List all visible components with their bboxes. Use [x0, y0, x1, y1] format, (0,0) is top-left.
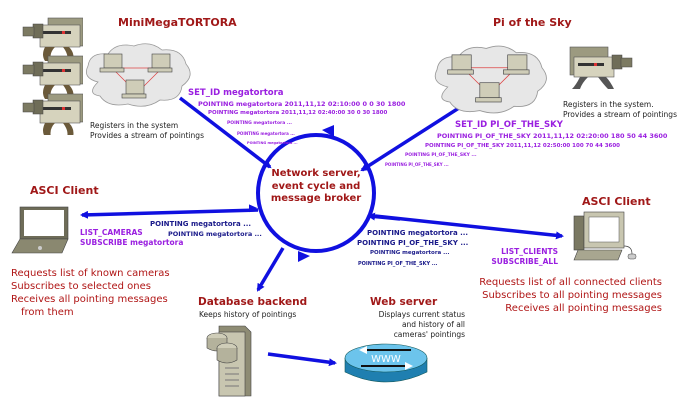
server-label: Network server, event cycle and message … — [262, 168, 370, 206]
command-line: LIST_CLIENTS — [501, 247, 558, 256]
right-client-description: Requests list of all connected clients S… — [440, 276, 662, 315]
ring-arrowhead-bottom — [298, 251, 310, 262]
megatortora-pointing-message: POINTING megatortora 2011,11,12 02:10:00… — [198, 100, 406, 108]
server-label-line: message broker — [270, 193, 362, 204]
laptop-icon — [11, 206, 69, 254]
minimegatortora-title: MiniMegaTORTORA — [118, 16, 237, 29]
note-line: Provides a stream of pointings — [90, 131, 204, 140]
note-line: cameras' pointings — [393, 330, 465, 339]
server-label-line: Network server, — [271, 168, 361, 179]
network-cloud-icon — [85, 43, 191, 107]
right-incoming-message: POINTING megatortora ... — [367, 229, 469, 237]
command-line: SUBSCRIBE megatortora — [80, 237, 184, 247]
right-asci-client-title: ASCI Client — [582, 195, 651, 208]
description-line: Subscribes to selected ones — [11, 281, 151, 292]
megatortora-pointing-message: POINTING megatortora ... — [227, 121, 292, 126]
note-line: Registers in the system — [90, 121, 179, 130]
megatortora-pointing-message: POINTING megatortora ... — [237, 131, 295, 136]
right-incoming-message: POINTING megatortora ... — [370, 250, 450, 256]
desktop-computer-icon — [573, 211, 637, 261]
arrow-server-to-left-client — [80, 208, 259, 219]
webserver-notes: Displays current status and history of a… — [350, 310, 465, 340]
note-line: Registers in the system. — [563, 100, 654, 109]
left-client-commands: LIST_CAMERAS SUBSCRIBE megatortora — [80, 228, 183, 247]
pi-of-the-sky-notes: Registers in the system. Provides a stre… — [563, 100, 677, 120]
description-line: Subscribes to all pointing messages — [482, 290, 662, 301]
pi-of-the-sky-title: Pi of the Sky — [493, 16, 572, 29]
megatortora-pointing-message: POINTING megatortora 2011,11,12 02:40:00… — [208, 110, 388, 116]
network-cloud-icon — [434, 45, 547, 114]
right-incoming-message: POINTING PI_OF_THE_SKY ... — [357, 239, 469, 247]
description-line: from them — [21, 307, 74, 318]
database-title: Database backend — [198, 296, 308, 308]
minimegatortora-notes: Registers in the system Provides a strea… — [90, 121, 204, 141]
pi-pointing-message: POINTING PI_OF_THE_SKY 2011,11,12 02:20:… — [437, 132, 668, 140]
left-client-description: Requests list of known cameras Subscribe… — [11, 267, 170, 319]
left-asci-client-title: ASCI Client — [30, 184, 99, 197]
arrow-server-to-database — [256, 247, 285, 292]
database-note: Keeps history of pointings — [199, 310, 297, 319]
megatortora-pointing-message: POINTING megatortora ... — [247, 141, 298, 145]
web-router-icon: WWW — [344, 343, 428, 383]
right-incoming-message: POINTING PI_OF_THE_SKY ... — [358, 261, 438, 267]
pi-set-id-message: SET_ID PI_OF_THE_SKY — [455, 120, 563, 130]
arrow-right-client-to-server — [367, 212, 401, 221]
description-line: Requests list of known cameras — [11, 268, 170, 279]
right-client-commands: LIST_CLIENTS SUBSCRIBE_ALL — [480, 247, 558, 266]
command-line: LIST_CAMERAS — [80, 228, 143, 237]
command-line: SUBSCRIBE_ALL — [491, 256, 558, 266]
server-label-line: event cycle and — [271, 180, 361, 192]
description-line: Receives all pointing messages — [505, 303, 662, 314]
pi-pointing-message: POINTING PI_OF_THE_SKY 2011,11,12 02:50:… — [425, 143, 621, 149]
note-line: and history of all — [401, 320, 465, 329]
left-incoming-message: POINTING megatortora ... — [168, 230, 262, 238]
megatortora-set-id-message: SET_ID megatortora — [188, 88, 284, 98]
arrow-pioftheSky-to-server — [360, 104, 463, 172]
www-label: WWW — [371, 354, 401, 365]
database-server-icon — [206, 325, 252, 397]
camera-icon — [569, 46, 633, 89]
pi-pointing-message: POINTING PI_OF_THE_SKY ... — [385, 162, 449, 167]
note-line: Displays current status — [378, 310, 465, 319]
ring-arrowhead-top — [322, 125, 334, 137]
pi-pointing-message: POINTING PI_OF_THE_SKY ... — [405, 153, 477, 158]
arrow-database-to-webserver — [267, 352, 337, 367]
arrow-server-to-right-client — [374, 214, 564, 240]
camera-stack-icon — [22, 17, 83, 135]
server-ring — [256, 133, 376, 253]
description-line: Requests list of all connected clients — [479, 277, 662, 288]
webserver-title: Web server — [370, 296, 438, 308]
arrow-megatortora-to-server — [178, 96, 272, 169]
left-incoming-message: POINTING megatortora ... — [150, 220, 252, 228]
description-line: Receives all pointing messages — [11, 294, 168, 305]
note-line: Provides a stream of pointings — [563, 110, 677, 119]
